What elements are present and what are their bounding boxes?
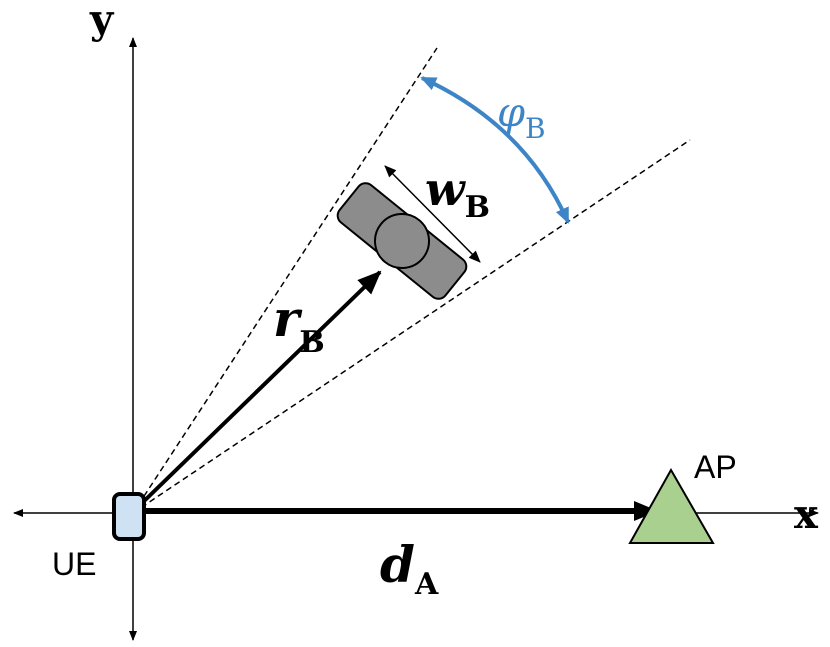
beam-edge-lower (132, 139, 691, 514)
ap-node (628, 467, 715, 544)
ue-label: UE (52, 546, 96, 582)
ap-label: AP (694, 449, 737, 485)
width-label: wB (425, 162, 490, 225)
angle-subscript: B (525, 112, 546, 145)
range-label: rB (273, 289, 325, 360)
width-symbol: w (425, 162, 466, 216)
distance-label: dA (380, 535, 439, 602)
angle-symbol: φ (497, 90, 525, 136)
range-vector (138, 270, 382, 507)
range-symbol: r (273, 289, 303, 348)
x-axis-label: x (794, 491, 819, 538)
y-axis-label: y (89, 0, 115, 43)
angle-arc (420, 76, 570, 224)
angle-label: φB (497, 90, 546, 145)
range-subscript: B (299, 325, 324, 360)
ue-node (112, 492, 146, 541)
distance-subscript: A (414, 567, 439, 602)
distance-symbol: d (380, 535, 415, 594)
beam-edge-upper (132, 47, 438, 514)
width-subscript: B (465, 190, 490, 225)
